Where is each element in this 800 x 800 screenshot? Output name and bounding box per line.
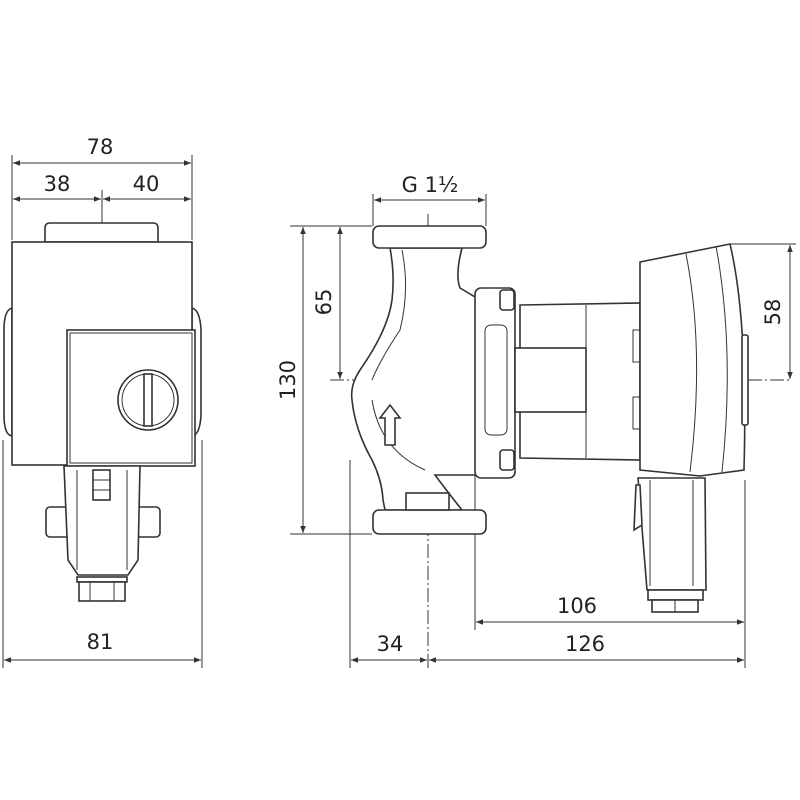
side-view: G 1½ 130 65 58 106 34 126	[276, 173, 796, 668]
front-view: 78 38 40 81	[2, 135, 203, 668]
top-flange	[372, 225, 487, 249]
dim-label-106: 106	[557, 594, 597, 618]
top-cap	[44, 222, 159, 243]
dim-label-thread: G 1½	[402, 173, 459, 197]
motor-head	[639, 243, 746, 477]
dim-label-58: 58	[761, 299, 785, 326]
dim-label-130: 130	[276, 360, 300, 400]
dim-label-78: 78	[87, 135, 114, 159]
head-rib-bottom	[632, 396, 641, 430]
dim-label-126: 126	[565, 632, 605, 656]
motor-head-contour-1	[685, 253, 698, 473]
left-side-bump	[3, 306, 13, 437]
flange-bolt-top	[499, 289, 515, 311]
control-box-inner	[69, 332, 193, 464]
side-extension-lines	[290, 194, 796, 668]
bottom-flange	[372, 509, 487, 535]
electrical-connector-front	[45, 465, 161, 602]
dim-label-65: 65	[312, 289, 336, 316]
flange-bolt-bottom	[499, 449, 515, 471]
motor-head-contour-2	[715, 245, 728, 473]
rotor-hub	[514, 347, 587, 413]
pump-casing	[350, 247, 481, 511]
dim-label-38: 38	[44, 172, 71, 196]
outlet-boss	[405, 492, 450, 511]
flow-direction-arrow-icon	[378, 403, 402, 446]
end-cap	[741, 334, 749, 426]
head-rib-top	[632, 329, 641, 363]
dim-label-40: 40	[133, 172, 160, 196]
speed-knob-icon	[117, 369, 179, 431]
electrical-connector-side	[633, 477, 707, 613]
flange-recess	[484, 324, 508, 436]
casing-inner-line	[371, 249, 407, 381]
front-extension-lines	[2, 155, 203, 668]
dim-label-34: 34	[377, 632, 404, 656]
dim-label-81: 81	[87, 630, 114, 654]
